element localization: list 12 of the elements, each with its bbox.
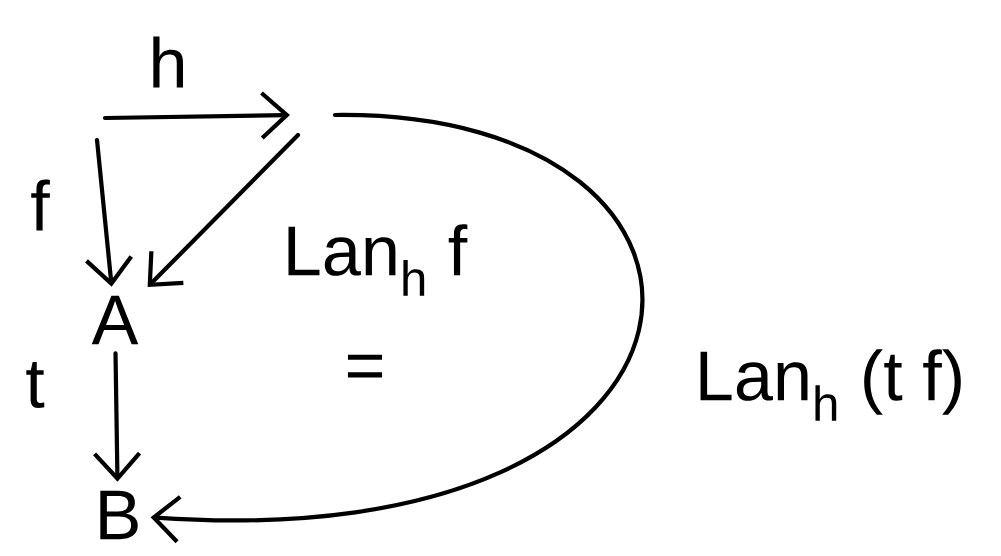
object-label: A xyxy=(91,295,139,345)
arrow xyxy=(85,137,133,287)
equals-sign: = xyxy=(347,354,383,378)
edge-label: t xyxy=(21,358,49,412)
arrow xyxy=(150,112,643,544)
arrow xyxy=(147,132,301,288)
arrow-label: h xyxy=(153,36,183,88)
arrow xyxy=(93,351,142,482)
edge-label: Lan$_{h}$ (t f) xyxy=(691,345,969,425)
object-label: B xyxy=(100,490,138,540)
edge-label: f xyxy=(26,176,54,234)
edge-label: Lan$_{h}$ f xyxy=(279,220,471,300)
